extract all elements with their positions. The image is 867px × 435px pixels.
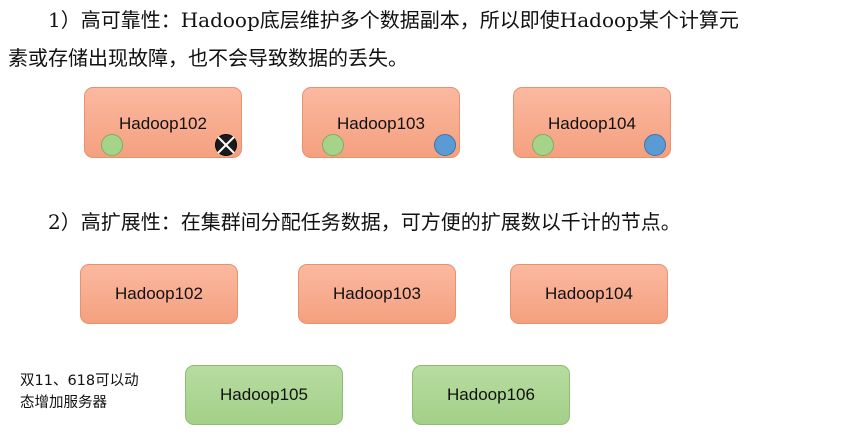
node-label: Hadoop106 (447, 385, 535, 404)
node-label: Hadoop102 (119, 114, 207, 133)
node-hadoop103-reliability: Hadoop103 (302, 87, 460, 158)
scalability-heading: 2）高扩展性：在集群间分配任务数据，可方便的扩展数以千计的节点。 (48, 210, 681, 234)
node-hadoop104-scalability: Hadoop104 (510, 264, 668, 324)
scaling-note-line2: 态增加服务器 (20, 395, 107, 411)
replica-blue-dot (434, 134, 456, 156)
node-hadoop102-scalability: Hadoop102 (80, 264, 238, 324)
node-hadoop104-reliability: Hadoop104 (513, 87, 671, 158)
failure-cross-icon (217, 136, 235, 154)
reliability-text-continued: 素或存储出现故障，也不会导致数据的丢失。 (8, 46, 408, 70)
replica-green-dot (101, 134, 123, 156)
node-hadoop105-added: Hadoop105 (185, 365, 343, 425)
node-hadoop102-reliability: Hadoop102 (84, 87, 242, 158)
replica-blue-dot (644, 134, 666, 156)
reliability-heading: 1）高可靠性：Hadoop底层维护多个数据副本，所以即使Hadoop某个计算元 (48, 8, 739, 32)
node-label: Hadoop103 (333, 284, 421, 303)
scaling-note: 双11、618可以动 态增加服务器 (20, 370, 139, 414)
scaling-note-line1: 双11、618可以动 (20, 373, 139, 389)
node-label: Hadoop105 (220, 385, 308, 404)
node-label: Hadoop102 (115, 284, 203, 303)
replica-green-dot (322, 134, 344, 156)
replica-green-dot (532, 134, 554, 156)
node-hadoop103-scalability: Hadoop103 (298, 264, 456, 324)
node-label: Hadoop103 (337, 114, 425, 133)
node-hadoop106-added: Hadoop106 (412, 365, 570, 425)
node-label: Hadoop104 (548, 114, 636, 133)
node-label: Hadoop104 (545, 284, 633, 303)
